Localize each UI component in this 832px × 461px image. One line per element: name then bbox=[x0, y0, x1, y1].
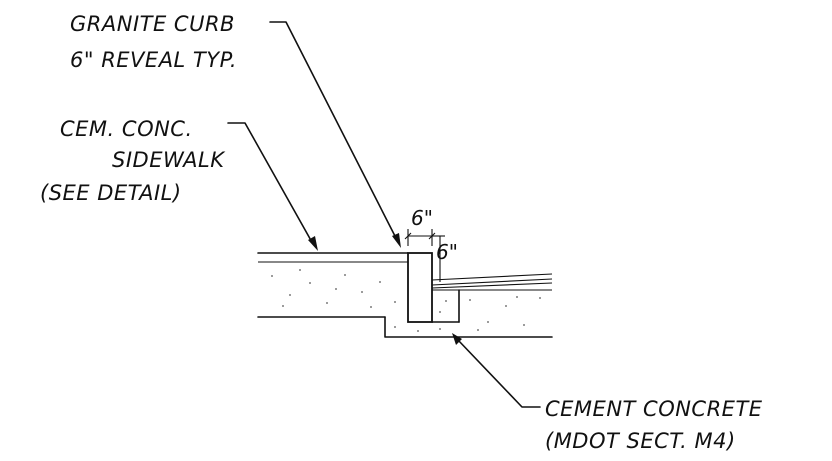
curb-width-dimension bbox=[404, 229, 436, 246]
sidewalk-slab bbox=[257, 252, 409, 318]
leader-sidewalk bbox=[227, 122, 314, 245]
arrowhead-granite-curb bbox=[392, 233, 401, 248]
leader-cement-concrete bbox=[457, 339, 541, 408]
arrowhead-cement-concrete bbox=[452, 333, 462, 345]
pavement-surface bbox=[431, 273, 553, 289]
concrete-bedding bbox=[384, 289, 553, 338]
label-sidewalk: SIDEWALK bbox=[112, 148, 226, 172]
reveal-dimension bbox=[432, 235, 445, 282]
label-granite-curb: GRANITE CURB bbox=[70, 12, 235, 36]
label-mdot-sect: (MDOT SECT. M4) bbox=[545, 429, 736, 453]
granite-curb bbox=[407, 252, 433, 323]
label-cem-conc: CEM. CONC. bbox=[60, 117, 193, 141]
label-see-detail: (SEE DETAIL) bbox=[40, 181, 182, 205]
label-cement-concrete: CEMENT CONCRETE bbox=[545, 397, 763, 421]
leader-granite-curb bbox=[269, 21, 398, 241]
arrowhead-sidewalk bbox=[308, 236, 318, 251]
dimension-reveal: 6" bbox=[436, 240, 458, 264]
label-reveal: 6" REVEAL TYP. bbox=[70, 48, 237, 72]
dimension-curb-width: 6" bbox=[411, 206, 433, 230]
